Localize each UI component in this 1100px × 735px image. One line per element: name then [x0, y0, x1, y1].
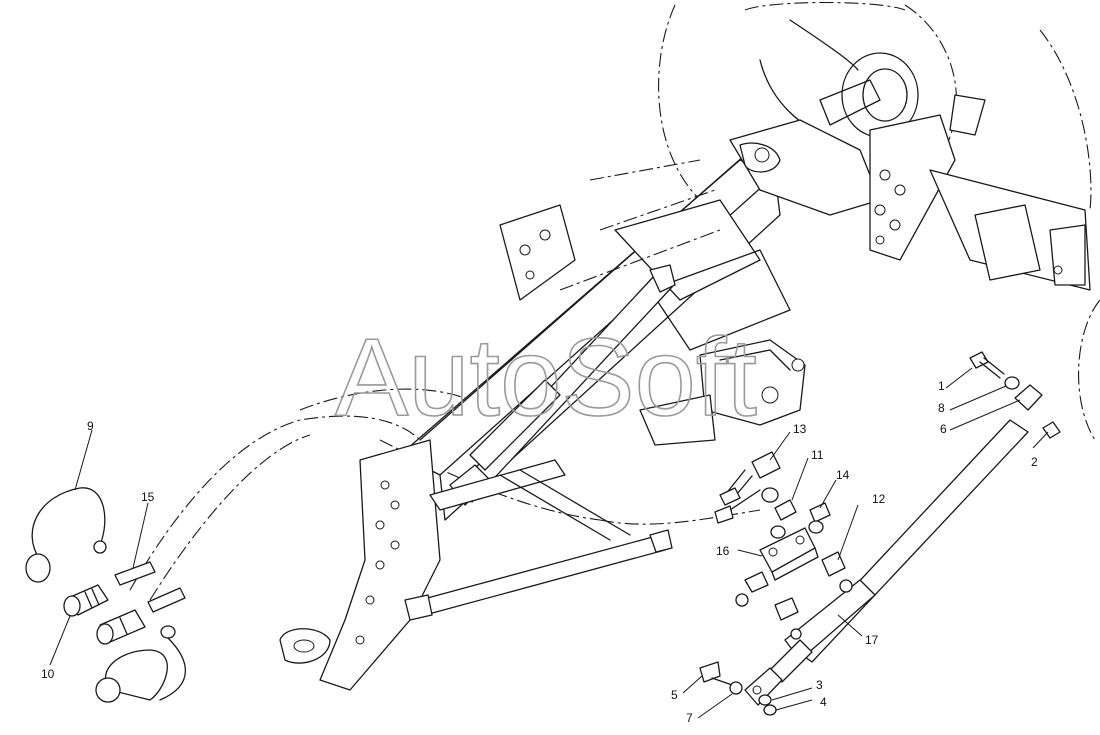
- hose-couplings: [25, 487, 187, 703]
- callouts: 1 2 3 4 5 6 7 8 9 10 11 12 13 14 15 16 1…: [41, 379, 1038, 725]
- rear-axle-structure: [729, 79, 1091, 291]
- front-frame: [279, 439, 673, 691]
- leader-lines: [49, 367, 1049, 719]
- callout-10: 10: [41, 667, 55, 681]
- callout-1: 1: [938, 379, 945, 393]
- callout-15: 15: [141, 490, 155, 504]
- callout-7: 7: [686, 711, 693, 725]
- callout-14: 14: [836, 468, 850, 482]
- callout-5: 5: [671, 688, 678, 702]
- callout-4: 4: [820, 695, 827, 709]
- watermark: AutoSoft: [335, 316, 757, 439]
- callout-13: 13: [793, 422, 807, 436]
- callout-16: 16: [716, 544, 730, 558]
- callout-6: 6: [940, 422, 947, 436]
- callout-8: 8: [938, 401, 945, 415]
- callout-17: 17: [865, 633, 879, 647]
- callout-9: 9: [87, 419, 94, 433]
- right-outline-top: [1039, 29, 1092, 211]
- callout-3: 3: [816, 678, 823, 692]
- valve-assembly: [714, 451, 846, 621]
- callout-2: 2: [1031, 455, 1038, 469]
- right-outline: [1078, 299, 1100, 441]
- callout-12: 12: [872, 492, 886, 506]
- exploded-cylinder: [699, 351, 1061, 716]
- center-gearbox: [639, 339, 806, 446]
- callout-11: 11: [811, 448, 824, 462]
